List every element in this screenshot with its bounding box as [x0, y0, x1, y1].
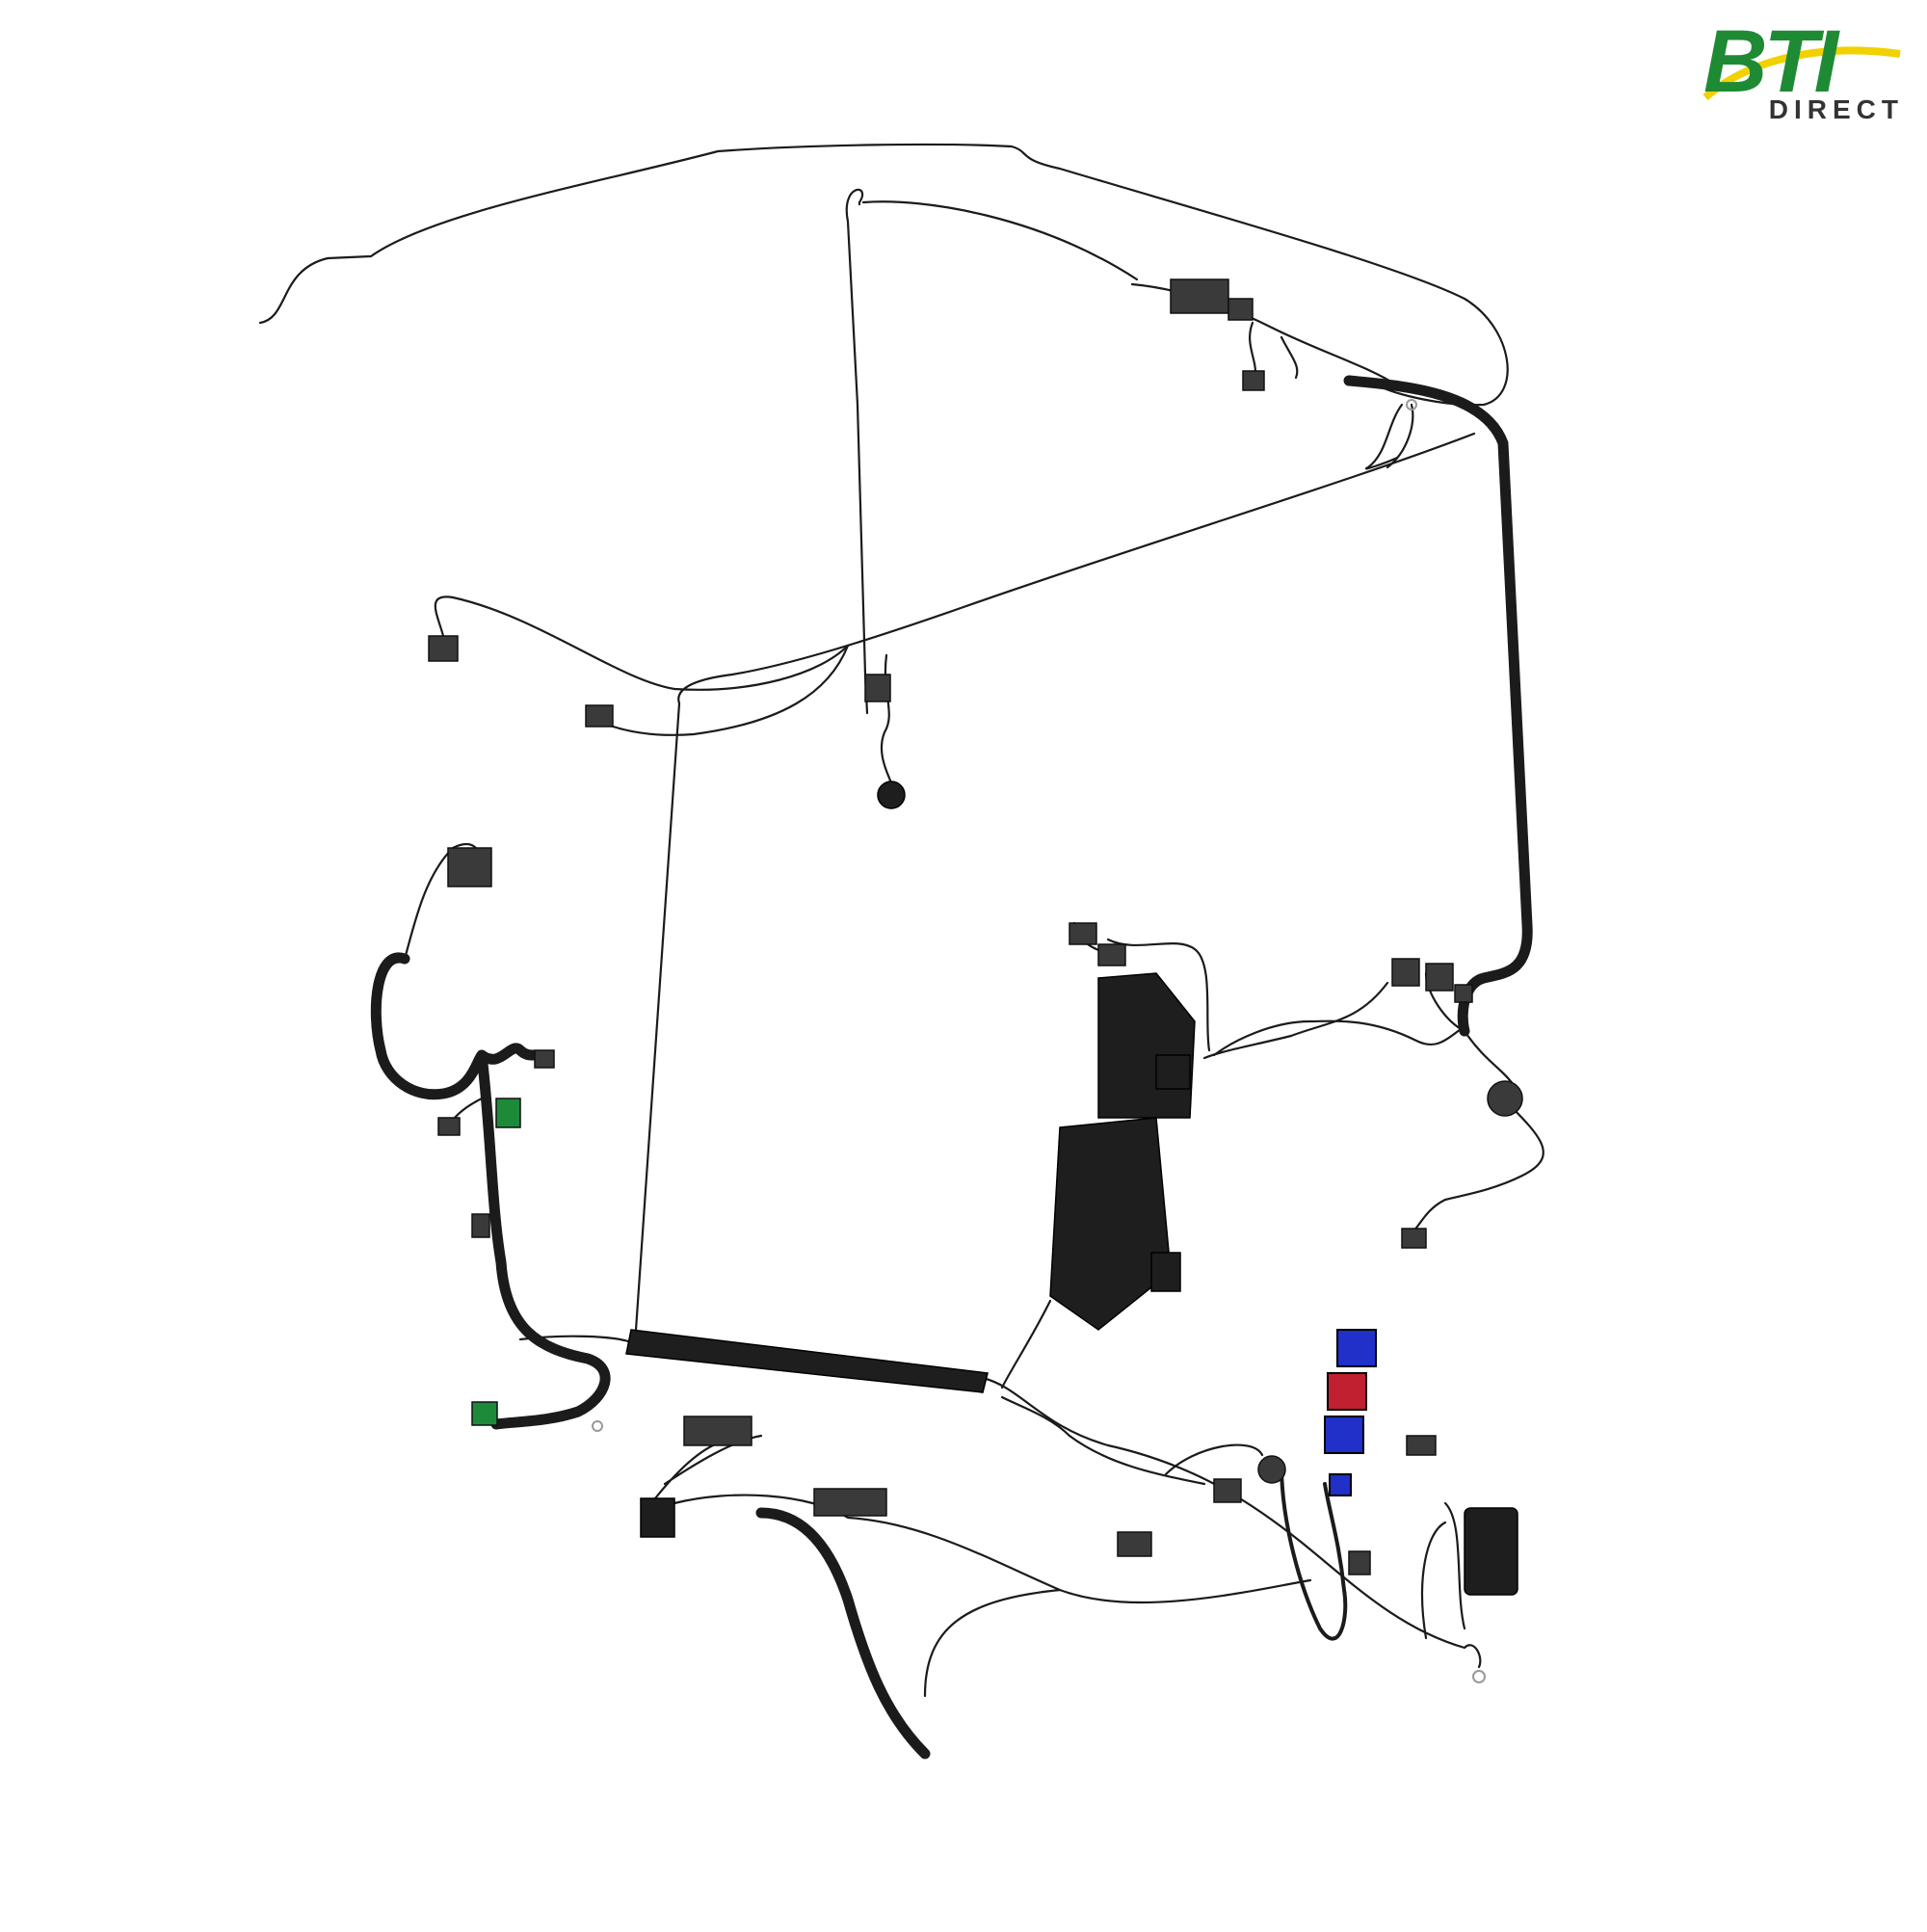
ring-terminal — [1472, 1670, 1486, 1683]
connector — [1242, 370, 1265, 391]
connector — [864, 674, 891, 702]
connector — [534, 1049, 555, 1069]
connector — [1454, 984, 1473, 1003]
lower-right-loop — [1280, 1463, 1348, 1641]
connector — [1425, 963, 1454, 992]
connector — [428, 635, 459, 662]
connector — [1117, 1531, 1152, 1557]
green-connector — [495, 1098, 521, 1128]
left-thick-harness — [370, 952, 611, 1430]
right-connector-wires — [1212, 1019, 1544, 1235]
connector — [1227, 298, 1254, 321]
logo-swoosh-icon — [1703, 46, 1901, 101]
fuse-box-relay-2 — [1150, 1252, 1181, 1292]
fuse-box-upper — [1097, 972, 1196, 1119]
logo-subtitle: DIRECT — [1768, 94, 1904, 124]
left-branch-wire — [434, 595, 850, 691]
diagonal-wire — [634, 432, 1476, 1332]
roof-wire — [258, 143, 1509, 407]
connector — [1348, 1550, 1371, 1575]
round-connector — [1487, 1080, 1523, 1117]
connector — [437, 1117, 461, 1136]
connector — [585, 704, 614, 728]
connector — [1097, 943, 1126, 966]
connector — [640, 1497, 675, 1538]
grommet — [1257, 1455, 1286, 1484]
connector — [683, 1416, 752, 1446]
ring-terminal — [592, 1420, 603, 1432]
lower-right-wires — [1164, 1443, 1466, 1640]
control-module — [1464, 1507, 1518, 1596]
connector — [471, 1213, 490, 1238]
connector — [813, 1488, 887, 1517]
connector — [1170, 278, 1229, 314]
right-vertical-harness — [1343, 375, 1533, 1037]
connector — [1401, 1228, 1427, 1249]
mounting-strip — [625, 1329, 989, 1393]
lower-branch-wires — [653, 1434, 1312, 1698]
connector — [1069, 922, 1097, 945]
connector — [447, 847, 492, 887]
connector — [1391, 958, 1420, 987]
beam-to-lower-right — [981, 1376, 1482, 1669]
fuse-box-relay — [1155, 1054, 1191, 1090]
left-branch-wire-2 — [600, 644, 850, 736]
red-relay — [1327, 1372, 1367, 1411]
green-connector — [471, 1401, 498, 1426]
ring-terminal — [1406, 399, 1417, 410]
fuse-box-lower — [1049, 1117, 1172, 1331]
logo-wordmark: BTI — [1703, 13, 1838, 111]
lower-thick-harness — [755, 1507, 931, 1760]
blue-relay — [1324, 1416, 1364, 1454]
connector — [1406, 1435, 1437, 1456]
blue-connector — [1329, 1473, 1352, 1496]
connector — [1213, 1478, 1242, 1503]
fusebox-to-lower-wire — [1000, 1299, 1206, 1486]
antenna-wire — [845, 188, 1139, 715]
grommet — [877, 781, 906, 809]
blue-relay — [1336, 1329, 1377, 1367]
bti-direct-logo: BTI DIRECT — [1698, 13, 1910, 124]
